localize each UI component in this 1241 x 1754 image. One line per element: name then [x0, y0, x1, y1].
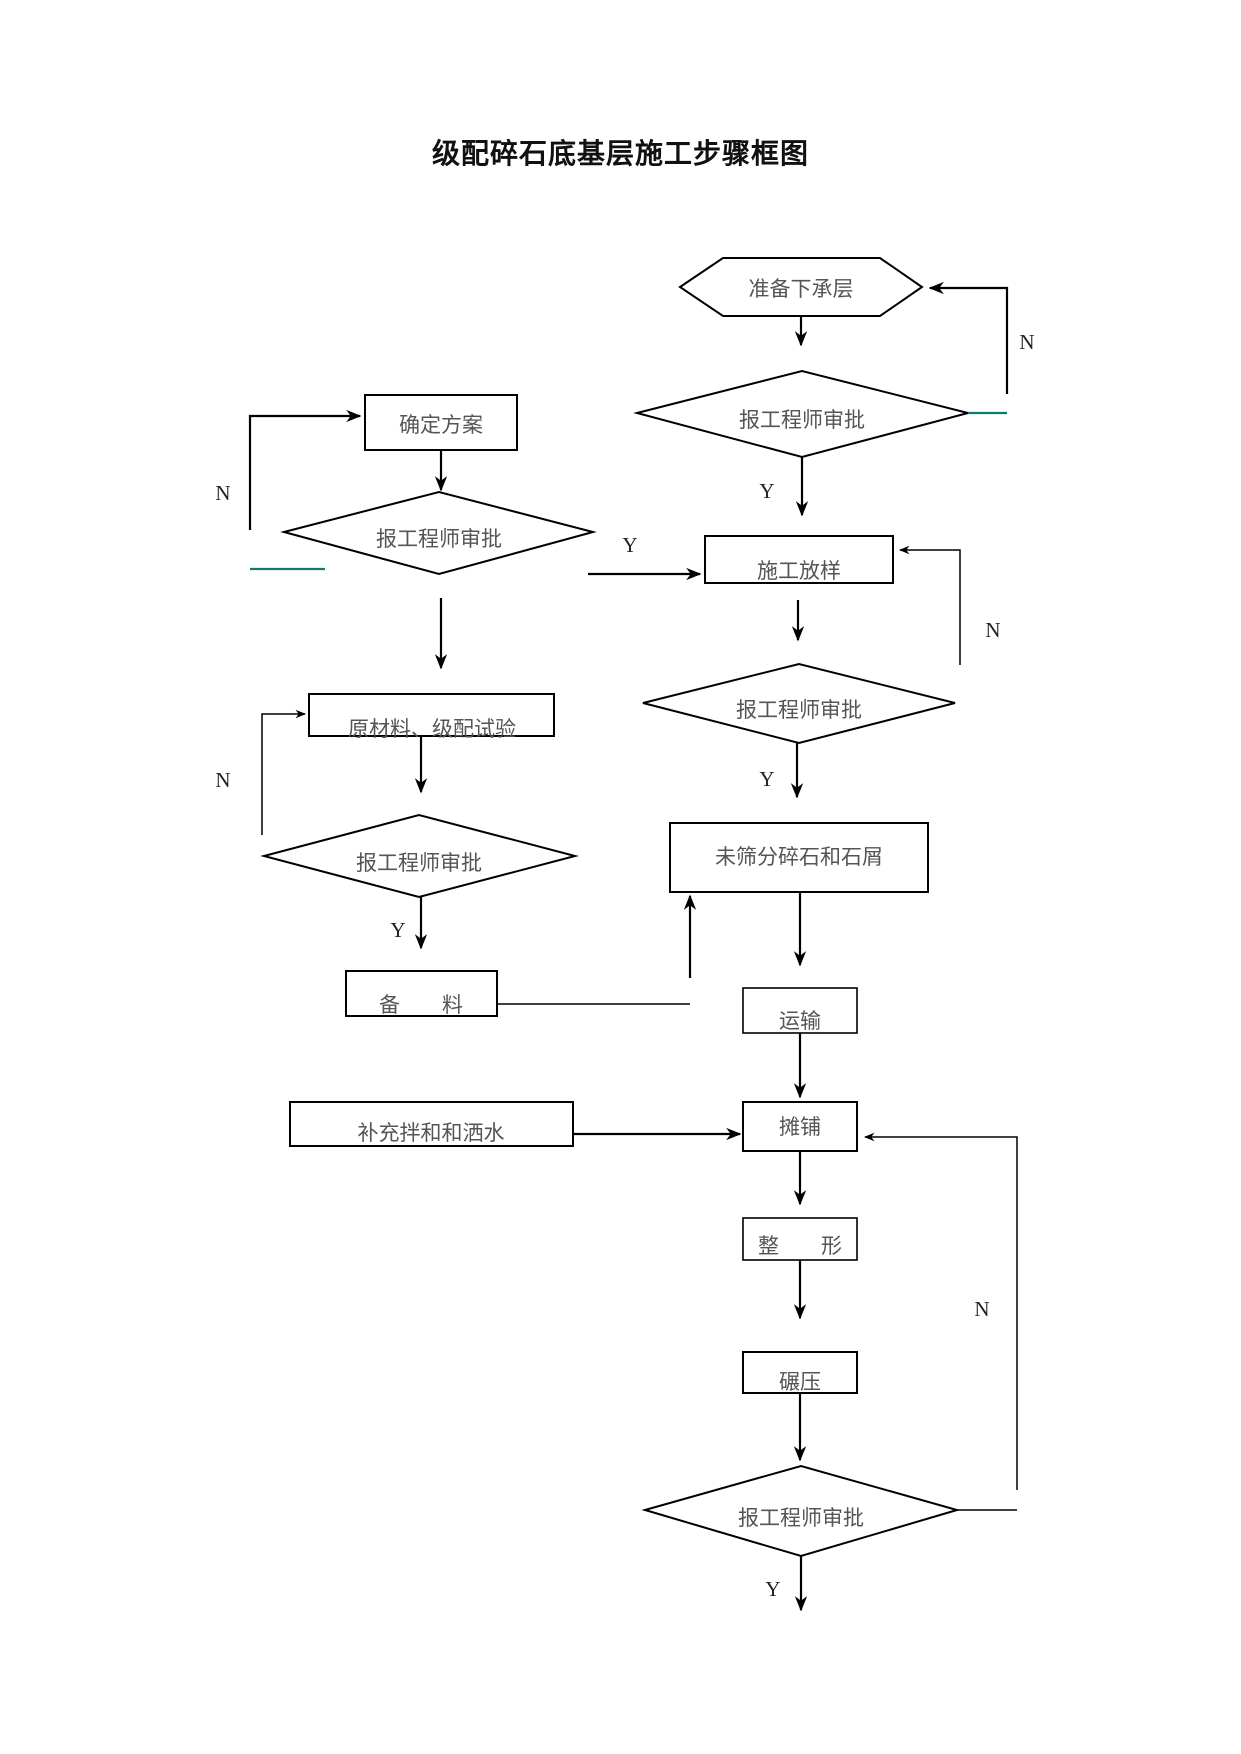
node-approve-right-2-label: 报工程师审批 — [736, 698, 862, 722]
node-material-grading-test: 原材料、级配试验 — [308, 693, 555, 741]
node-spreading: 摊铺 — [742, 1101, 858, 1152]
node-approve-right-1-label: 报工程师审批 — [739, 408, 865, 432]
node-unscreened-gravel-label: 未筛分碎石和石屑 — [715, 845, 883, 869]
node-prepare-sublayer-label: 准备下承层 — [749, 277, 854, 301]
node-supplement-mixing: 补充拌和和洒水 — [289, 1101, 574, 1147]
node-approve-right-1: 报工程师审批 — [633, 369, 972, 459]
node-prepare-sublayer: 准备下承层 — [678, 257, 924, 317]
node-approve-left-2-label: 报工程师审批 — [356, 851, 482, 875]
label-right2-no: N — [985, 618, 1000, 642]
label-left1-no: N — [215, 481, 230, 505]
node-shaping-label: 整 形 — [758, 1234, 842, 1258]
node-spreading-label: 摊铺 — [779, 1115, 821, 1139]
node-unscreened-gravel: 未筛分碎石和石屑 — [669, 822, 929, 893]
node-supplement-mixing-label: 补充拌和和洒水 — [358, 1121, 505, 1145]
page-title: 级配碎石底基层施工步骤框图 — [431, 137, 809, 170]
node-approve-left-1-label: 报工程师审批 — [376, 527, 502, 551]
label-left1-yes: Y — [622, 533, 637, 557]
node-approve-final: 报工程师审批 — [641, 1464, 961, 1558]
edge-approve2-no-loop — [898, 545, 961, 665]
node-rolling: 碾压 — [742, 1351, 858, 1394]
node-construction-layout-label: 施工放样 — [757, 559, 841, 583]
node-transport-label: 运输 — [779, 1009, 821, 1033]
label-right1-yes: Y — [759, 479, 774, 503]
node-determine-plan-label: 确定方案 — [399, 413, 483, 437]
label-final-yes: Y — [765, 1577, 780, 1601]
label-final-no: N — [974, 1297, 989, 1321]
edge-left1-no-loop — [248, 409, 362, 530]
edge-approve1-no-loop — [928, 281, 1009, 394]
label-left2-yes: Y — [390, 918, 405, 942]
node-transport: 运输 — [742, 987, 858, 1034]
node-approve-final-label: 报工程师审批 — [738, 1506, 864, 1530]
node-stockpile: 备 料 — [345, 970, 498, 1017]
node-shaping: 整 形 — [742, 1217, 858, 1261]
node-approve-left-2: 报工程师审批 — [260, 813, 579, 899]
node-approve-right-2: 报工程师审批 — [642, 662, 956, 745]
node-stockpile-label: 备 料 — [379, 993, 463, 1017]
node-material-grading-test-label: 原材料、级配试验 — [348, 717, 516, 741]
node-construction-layout: 施工放样 — [704, 535, 894, 584]
node-rolling-label: 碾压 — [779, 1370, 821, 1394]
edge-final-no-loop — [863, 1132, 1018, 1490]
node-approve-left-1: 报工程师审批 — [280, 490, 597, 576]
label-right1-no: N — [1019, 330, 1034, 354]
edge-left2-no-loop — [261, 709, 307, 835]
label-right2-yes: Y — [759, 767, 774, 791]
node-determine-plan: 确定方案 — [364, 394, 518, 451]
label-left2-no: N — [215, 768, 230, 792]
